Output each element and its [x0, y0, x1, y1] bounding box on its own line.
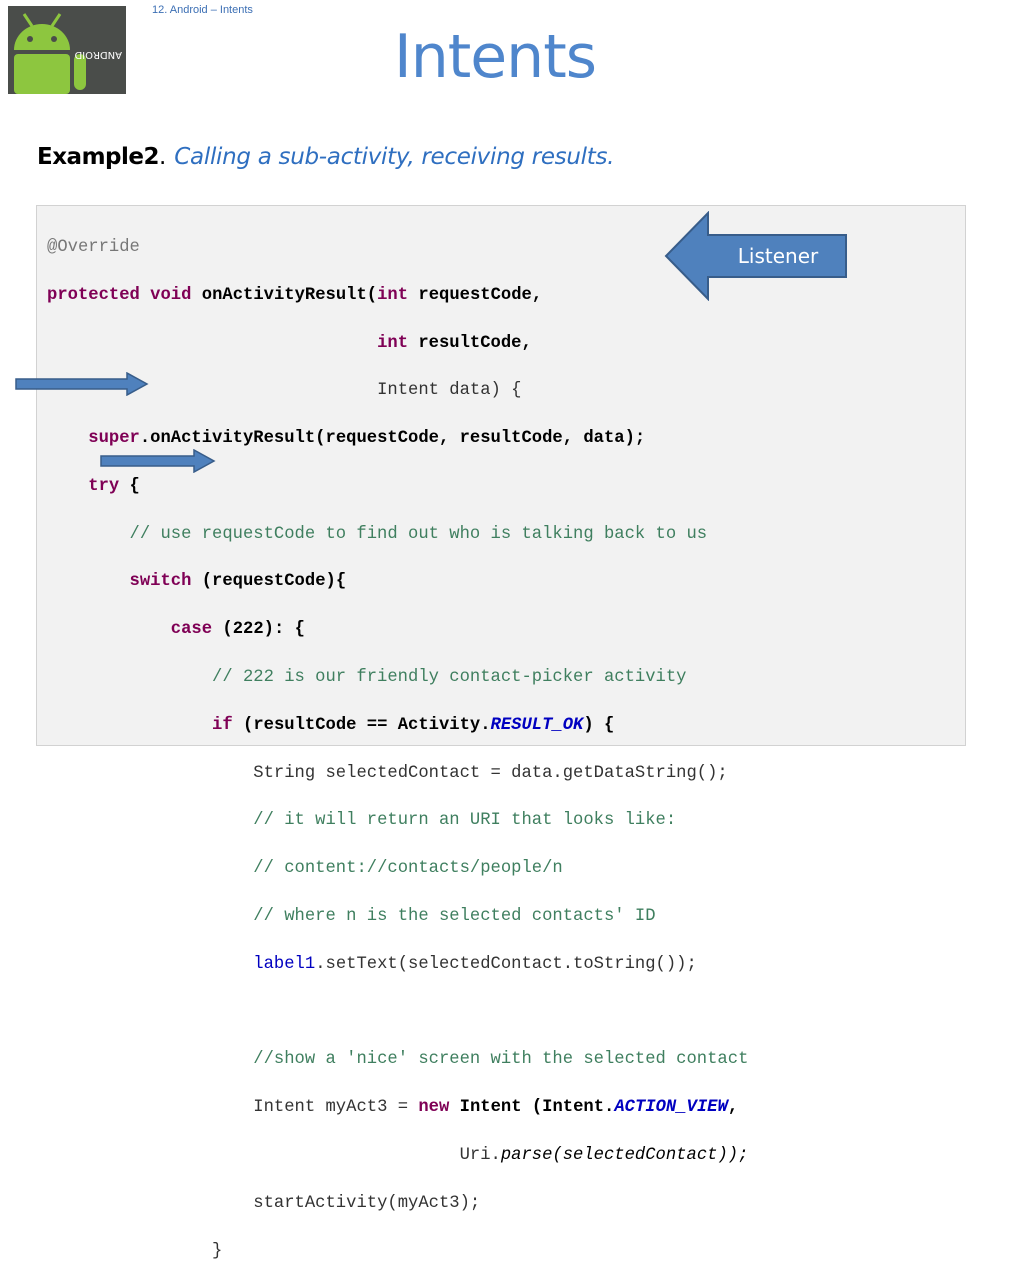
- code-line-8: switch (requestCode){: [129, 572, 347, 592]
- example-punct: .: [158, 144, 167, 170]
- code-line-1: @Override: [47, 237, 140, 257]
- android-logo: ANDROID: [8, 6, 126, 94]
- page-title: Intents: [394, 22, 597, 92]
- example-label: Example2: [37, 144, 159, 170]
- code-line-18: //show a 'nice' screen with the selected…: [253, 1050, 749, 1070]
- right-arrow-icon-2: [100, 449, 216, 473]
- code-line-2: protected void onActivityResult(int requ…: [47, 285, 543, 305]
- code-line-22: }: [212, 1241, 223, 1261]
- code-line-12: String selectedContact = data.getDataStr…: [253, 763, 728, 783]
- code-line-5: super.onActivityResult(requestCode, resu…: [88, 429, 646, 449]
- code-line-15: // where n is the selected contacts' ID: [253, 907, 656, 927]
- listener-callout-arrow-icon: [664, 211, 847, 301]
- listener-callout-label: Listener: [737, 244, 819, 268]
- android-robot-icon: ANDROID: [8, 6, 126, 94]
- logo-text: ANDROID: [74, 49, 122, 60]
- example-heading: Example2. Calling a sub-activity, receivi…: [37, 144, 614, 170]
- code-listing: @Override protected void onActivityResul…: [47, 212, 748, 1287]
- right-arrow-icon: [15, 372, 149, 396]
- code-line-21: startActivity(myAct3);: [253, 1193, 481, 1213]
- example-description: Calling a sub-activity, receiving result…: [174, 144, 615, 170]
- code-line-3: int resultCode,: [377, 333, 532, 353]
- code-line-7: // use requestCode to find out who is ta…: [129, 524, 708, 544]
- code-line-11: if (resultCode == Activity.RESULT_OK) {: [212, 715, 615, 735]
- code-line-19: Intent myAct3 = new Intent (Intent.ACTIO…: [253, 1098, 739, 1118]
- slide-label: 12. Android – Intents: [152, 4, 253, 16]
- code-line-14: // content://contacts/people/n: [253, 859, 563, 879]
- code-line-16: label1.setText(selectedContact.toString(…: [253, 954, 697, 974]
- code-line-4: Intent data) {: [377, 381, 522, 401]
- code-line-6: try {: [88, 476, 140, 496]
- code-line-10: // 222 is our friendly contact-picker ac…: [212, 668, 687, 688]
- code-line-17: [47, 1001, 748, 1025]
- code-line-9: case (222): {: [170, 620, 305, 640]
- code-line-13: // it will return an URI that looks like…: [253, 811, 677, 831]
- code-line-20: Uri.parse(selectedContact));: [459, 1146, 749, 1166]
